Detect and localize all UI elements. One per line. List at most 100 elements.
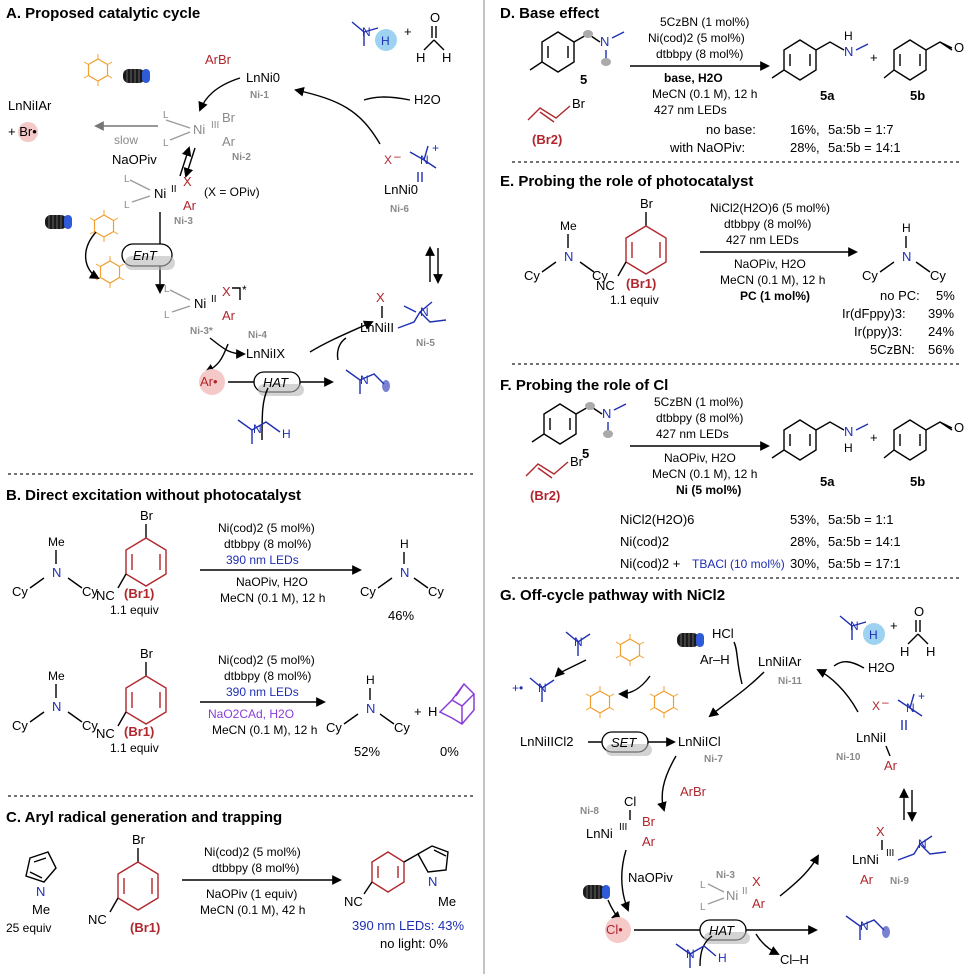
photocatalyst-g1-icon xyxy=(615,633,645,667)
svg-text:53%,: 53%, xyxy=(790,512,820,527)
svg-text:L: L xyxy=(164,284,170,295)
svg-text:Br: Br xyxy=(642,814,656,829)
svg-text:O: O xyxy=(914,604,924,619)
svg-text:5a:5b = 1:1: 5a:5b = 1:1 xyxy=(828,512,893,527)
svg-text:L: L xyxy=(163,110,169,121)
svg-text:56%: 56% xyxy=(928,342,954,357)
svg-text:dtbbpy (8 mol%): dtbbpy (8 mol%) xyxy=(656,411,743,425)
cl-radical: Cl• xyxy=(606,922,623,937)
svg-text:N: N xyxy=(686,947,695,961)
yield-b2b: 0% xyxy=(440,744,459,759)
panel-a-title: A. Proposed catalytic cycle xyxy=(6,5,200,22)
svg-text:L: L xyxy=(164,310,170,321)
ar-radical: Ar• xyxy=(200,374,218,389)
ni10-complex: X – N + LnNiI Ni-10 Ar xyxy=(836,689,925,773)
svg-text:Ir(ppy)3:: Ir(ppy)3: xyxy=(854,324,902,339)
svg-text:N: N xyxy=(906,701,915,715)
aminomethyl-radical: N xyxy=(345,369,390,394)
arbr-label-g: ArBr xyxy=(680,784,707,799)
x-note: (X = OPiv) xyxy=(204,185,260,199)
panel-b: B. Direct excitation without photocataly… xyxy=(6,487,475,759)
svg-text:H: H xyxy=(869,628,878,642)
yield-b1: 46% xyxy=(388,608,414,623)
svg-text:L: L xyxy=(163,138,169,149)
svg-text:Br: Br xyxy=(572,96,586,111)
svg-text:Cl: Cl xyxy=(624,794,636,809)
trimethylamine-g: N xyxy=(565,631,591,656)
svg-text:N: N xyxy=(574,635,583,649)
led-icon xyxy=(122,68,151,84)
svg-text:no PC:: no PC: xyxy=(880,288,920,303)
arbr-label: ArBr xyxy=(205,52,232,67)
svg-text:X: X xyxy=(876,824,885,839)
svg-text:Ni(cod)2 (5 mol%): Ni(cod)2 (5 mol%) xyxy=(204,845,301,859)
eq-arrow-1 xyxy=(183,147,196,178)
formaldehyde-product: O H H xyxy=(416,10,451,65)
panel-g: G. Off-cycle pathway with NiCl2 N +• N H… xyxy=(500,587,947,968)
led-icon xyxy=(676,632,705,648)
dicyclohexylamine-product-2: H N Cy Cy xyxy=(326,673,410,735)
svg-text:NC: NC xyxy=(96,588,115,603)
svg-text:Cy: Cy xyxy=(326,720,342,735)
svg-text:Br: Br xyxy=(140,508,154,523)
aryl-bromide-br1-2: Br NC (Br1) 1.1 equiv xyxy=(96,646,167,755)
svg-text:+•: +• xyxy=(512,681,523,695)
svg-text:Ni: Ni xyxy=(193,122,205,137)
vinyl-bromide-br2: Br (Br2) xyxy=(527,96,586,147)
panel-c: C. Aryl radical generation and trapping … xyxy=(6,809,464,951)
ni2-label: Ni-2 xyxy=(232,152,251,163)
yield-b2a: 52% xyxy=(354,744,380,759)
ni7-species: LnNiICl xyxy=(678,734,721,749)
svg-text:5b: 5b xyxy=(910,88,925,103)
svg-text:X: X xyxy=(872,699,880,713)
svg-text:Me: Me xyxy=(32,902,50,917)
svg-text:Ni: Ni xyxy=(154,186,166,201)
svg-text:dtbbpy (8 mol%): dtbbpy (8 mol%) xyxy=(656,47,743,61)
svg-text:Cy: Cy xyxy=(428,584,444,599)
ni3-star-complex: L L Ni II X Ar * Ni-3* xyxy=(164,283,247,337)
panel-g-title: G. Off-cycle pathway with NiCl2 xyxy=(500,587,725,604)
photocatalyst-g2-icon xyxy=(585,685,615,719)
svg-text:N: N xyxy=(850,619,859,633)
svg-text:with NaOPiv:: with NaOPiv: xyxy=(669,140,745,155)
svg-text:N: N xyxy=(918,837,927,851)
svg-text:(Br2): (Br2) xyxy=(530,488,560,503)
adamantane-product: H xyxy=(428,682,475,725)
aryl-bromide-br1-e: Br NC (Br1) 1.1 equiv xyxy=(596,196,667,307)
svg-text:Cy: Cy xyxy=(592,268,608,283)
ni11-label: Ni-11 xyxy=(778,676,802,687)
chlorine-radical-icon xyxy=(605,917,631,943)
svg-text:H: H xyxy=(282,427,291,441)
svg-text:Cy: Cy xyxy=(930,268,946,283)
ni3-complex: L L Ni II X Ar (X = OPiv) Ni-3 xyxy=(124,174,260,227)
ni7-label: Ni-7 xyxy=(704,754,723,765)
svg-text:dtbbpy (8 mol%): dtbbpy (8 mol%) xyxy=(212,861,299,875)
trimethylamine-substrate-g: N H xyxy=(675,943,727,968)
panel-e-title: E. Probing the role of photocatalyst xyxy=(500,173,753,190)
panel-d-title: D. Base effect xyxy=(500,5,599,22)
svg-text:427 nm LEDs: 427 nm LEDs xyxy=(656,427,729,441)
svg-text:no base:: no base: xyxy=(706,122,756,137)
hat-label-g: HAT xyxy=(709,923,735,938)
svg-text:N: N xyxy=(362,25,371,39)
svg-text:Ni(cod)2 (5 mol%): Ni(cod)2 (5 mol%) xyxy=(218,521,315,535)
svg-text:1.1 equiv: 1.1 equiv xyxy=(610,293,659,307)
svg-text:MeCN (0.1 M), 12 h: MeCN (0.1 M), 12 h xyxy=(652,87,757,101)
svg-text:X: X xyxy=(222,284,231,299)
svg-text:N: N xyxy=(52,565,61,580)
svg-text:*: * xyxy=(242,283,247,297)
svg-text:II: II xyxy=(211,294,217,305)
eq-arrow-2 xyxy=(179,146,192,177)
dimethylamine-product: N H xyxy=(351,21,397,51)
svg-text:+: + xyxy=(414,704,422,719)
svg-text:5a: 5a xyxy=(820,88,835,103)
ni11-species: LnNiIAr xyxy=(758,654,802,669)
svg-text:N: N xyxy=(602,406,611,421)
svg-text:(Br1): (Br1) xyxy=(626,276,656,291)
svg-text:L: L xyxy=(124,200,130,211)
substrate-5-f: N 5 xyxy=(531,402,627,461)
photocatalyst-icon xyxy=(89,209,119,243)
svg-text:L: L xyxy=(700,880,706,891)
trimethylamine-substrate: N H xyxy=(237,419,291,444)
